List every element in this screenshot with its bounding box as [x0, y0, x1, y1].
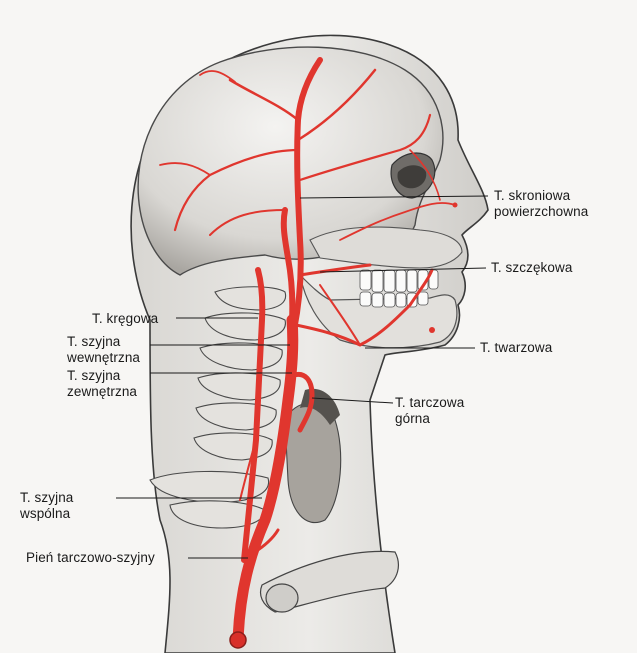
- maxilla: [309, 226, 463, 269]
- skull: [137, 46, 444, 276]
- label-maxillary-artery: T. szczękowa: [491, 260, 573, 275]
- label-superior-thyroid-artery: T. tarczowa górna: [395, 395, 465, 426]
- arterial-tree: [159, 57, 456, 649]
- leader-lines: [116, 195, 489, 559]
- label-external-carotid: T. szyjna zewnętrzna: [67, 368, 138, 399]
- label-temporal-artery: T. skroniowa powierzchowna: [494, 188, 589, 219]
- label-facial-artery: T. twarzowa: [480, 340, 553, 355]
- label-common-carotid: T. szyjna wspólna: [20, 490, 74, 521]
- teeth: [359, 269, 439, 308]
- artery-terminals: [429, 202, 458, 333]
- label-vertebral-artery: T. kręgowa: [92, 311, 159, 326]
- label-thyrocervical-trunk: Pień tarczowo-szyjny: [26, 550, 155, 565]
- label-internal-carotid: T. szyjna wewnętrzna: [67, 334, 141, 365]
